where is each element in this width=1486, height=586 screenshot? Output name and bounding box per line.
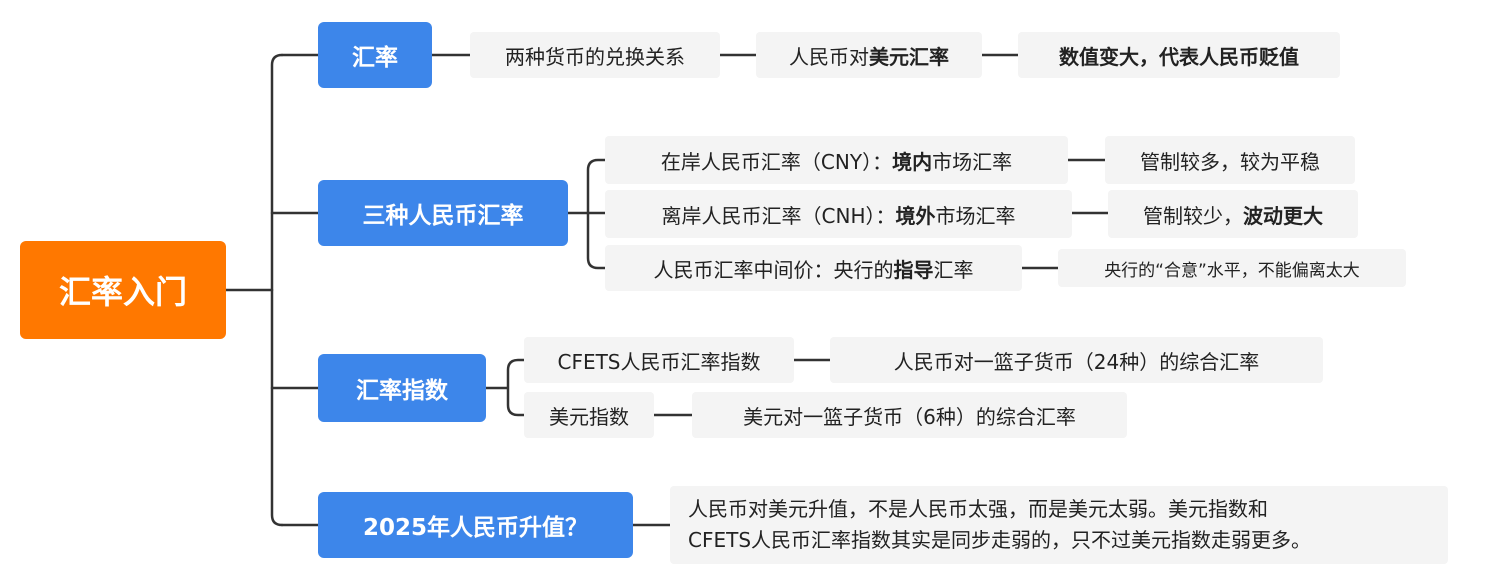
- emphasis-text: 境内: [892, 149, 933, 174]
- explanation-line-1: 人民币对美元升值，不是人民币太强，而是美元太弱。美元指数和: [688, 497, 1268, 521]
- emphasis-text: 波动更大: [1243, 203, 1323, 228]
- connector-b3-fork: [484, 358, 526, 417]
- topic-text: 央行的“合意”水平，不能偏离太大: [1104, 260, 1360, 281]
- topic-text: CFETS人民币汇率指数: [557, 349, 761, 374]
- topic-value-up-means-depreciation[interactable]: 数值变大，代表人民币贬值: [1018, 32, 1340, 78]
- topic-text: 在岸人民币汇率（CNY）：: [660, 149, 893, 174]
- topic-offshore-cnh[interactable]: 离岸人民币汇率（CNH）：境外市场汇率: [605, 190, 1072, 238]
- topic-text: 市场汇率: [935, 203, 1016, 228]
- topic-usd-index[interactable]: 美元指数: [524, 392, 654, 438]
- topic-text: 管制较多，较为平稳: [1140, 149, 1320, 174]
- branch-exchange-rate[interactable]: 汇率: [318, 22, 432, 88]
- root-topic[interactable]: 汇率入门: [20, 241, 226, 339]
- topic-text: 市场汇率: [932, 149, 1013, 174]
- topic-central-parity-detail[interactable]: 央行的“合意”水平，不能偏离太大: [1058, 249, 1406, 287]
- emphasis-text: 指导: [893, 257, 934, 282]
- topic-cfets-index[interactable]: CFETS人民币汇率指数: [524, 337, 794, 383]
- topic-offshore-detail[interactable]: 管制较少，波动更大: [1108, 190, 1358, 238]
- branch-2025-appreciation[interactable]: 2025年人民币升值？: [318, 492, 633, 558]
- topic-text: 人民币汇率中间价：央行的: [653, 257, 894, 282]
- topic-text: 美元指数: [549, 404, 629, 429]
- topic-usd-index-detail[interactable]: 美元对一篮子货币（6种）的综合汇率: [692, 392, 1127, 438]
- emphasis-text: 境外: [895, 203, 936, 228]
- emphasis-text: 数值变大，代表人民币贬值: [1059, 44, 1299, 69]
- branch-three-rmb-rates[interactable]: 三种人民币汇率: [318, 180, 568, 246]
- explanation-line-2: CFETS人民币汇率指数其实是同步走弱的，只不过美元指数走弱更多。: [688, 528, 1312, 552]
- topic-central-parity[interactable]: 人民币汇率中间价：央行的指导汇率: [605, 245, 1022, 291]
- topic-two-currency-exchange[interactable]: 两种货币的兑换关系: [470, 32, 720, 78]
- topic-text: 汇率: [933, 257, 974, 282]
- topic-text: 管制较少，: [1143, 203, 1243, 228]
- topic-text: 两种货币的兑换关系: [505, 44, 685, 69]
- topic-text: 离岸人民币汇率（CNH）：: [661, 203, 896, 228]
- topic-text: 美元对一篮子货币（6种）的综合汇率: [743, 404, 1076, 429]
- topic-text: 人民币对一篮子货币（24种）的综合汇率: [893, 349, 1260, 374]
- emphasis-text: 美元汇率: [869, 44, 949, 69]
- connector-b2-fork: [566, 158, 607, 270]
- topic-onshore-detail[interactable]: 管制较多，较为平稳: [1105, 136, 1355, 184]
- topic-onshore-cny[interactable]: 在岸人民币汇率（CNY）：境内市场汇率: [605, 136, 1068, 184]
- topic-2025-explanation[interactable]: 人民币对美元升值，不是人民币太强，而是美元太弱。美元指数和 CFETS人民币汇率…: [670, 486, 1448, 564]
- topic-rmb-usd-rate[interactable]: 人民币对美元汇率: [756, 32, 982, 78]
- topic-text: 人民币对: [789, 44, 869, 69]
- topic-cfets-detail[interactable]: 人民币对一篮子货币（24种）的综合汇率: [830, 337, 1323, 383]
- connector-trunk: [270, 53, 284, 527]
- branch-rate-index[interactable]: 汇率指数: [318, 354, 486, 422]
